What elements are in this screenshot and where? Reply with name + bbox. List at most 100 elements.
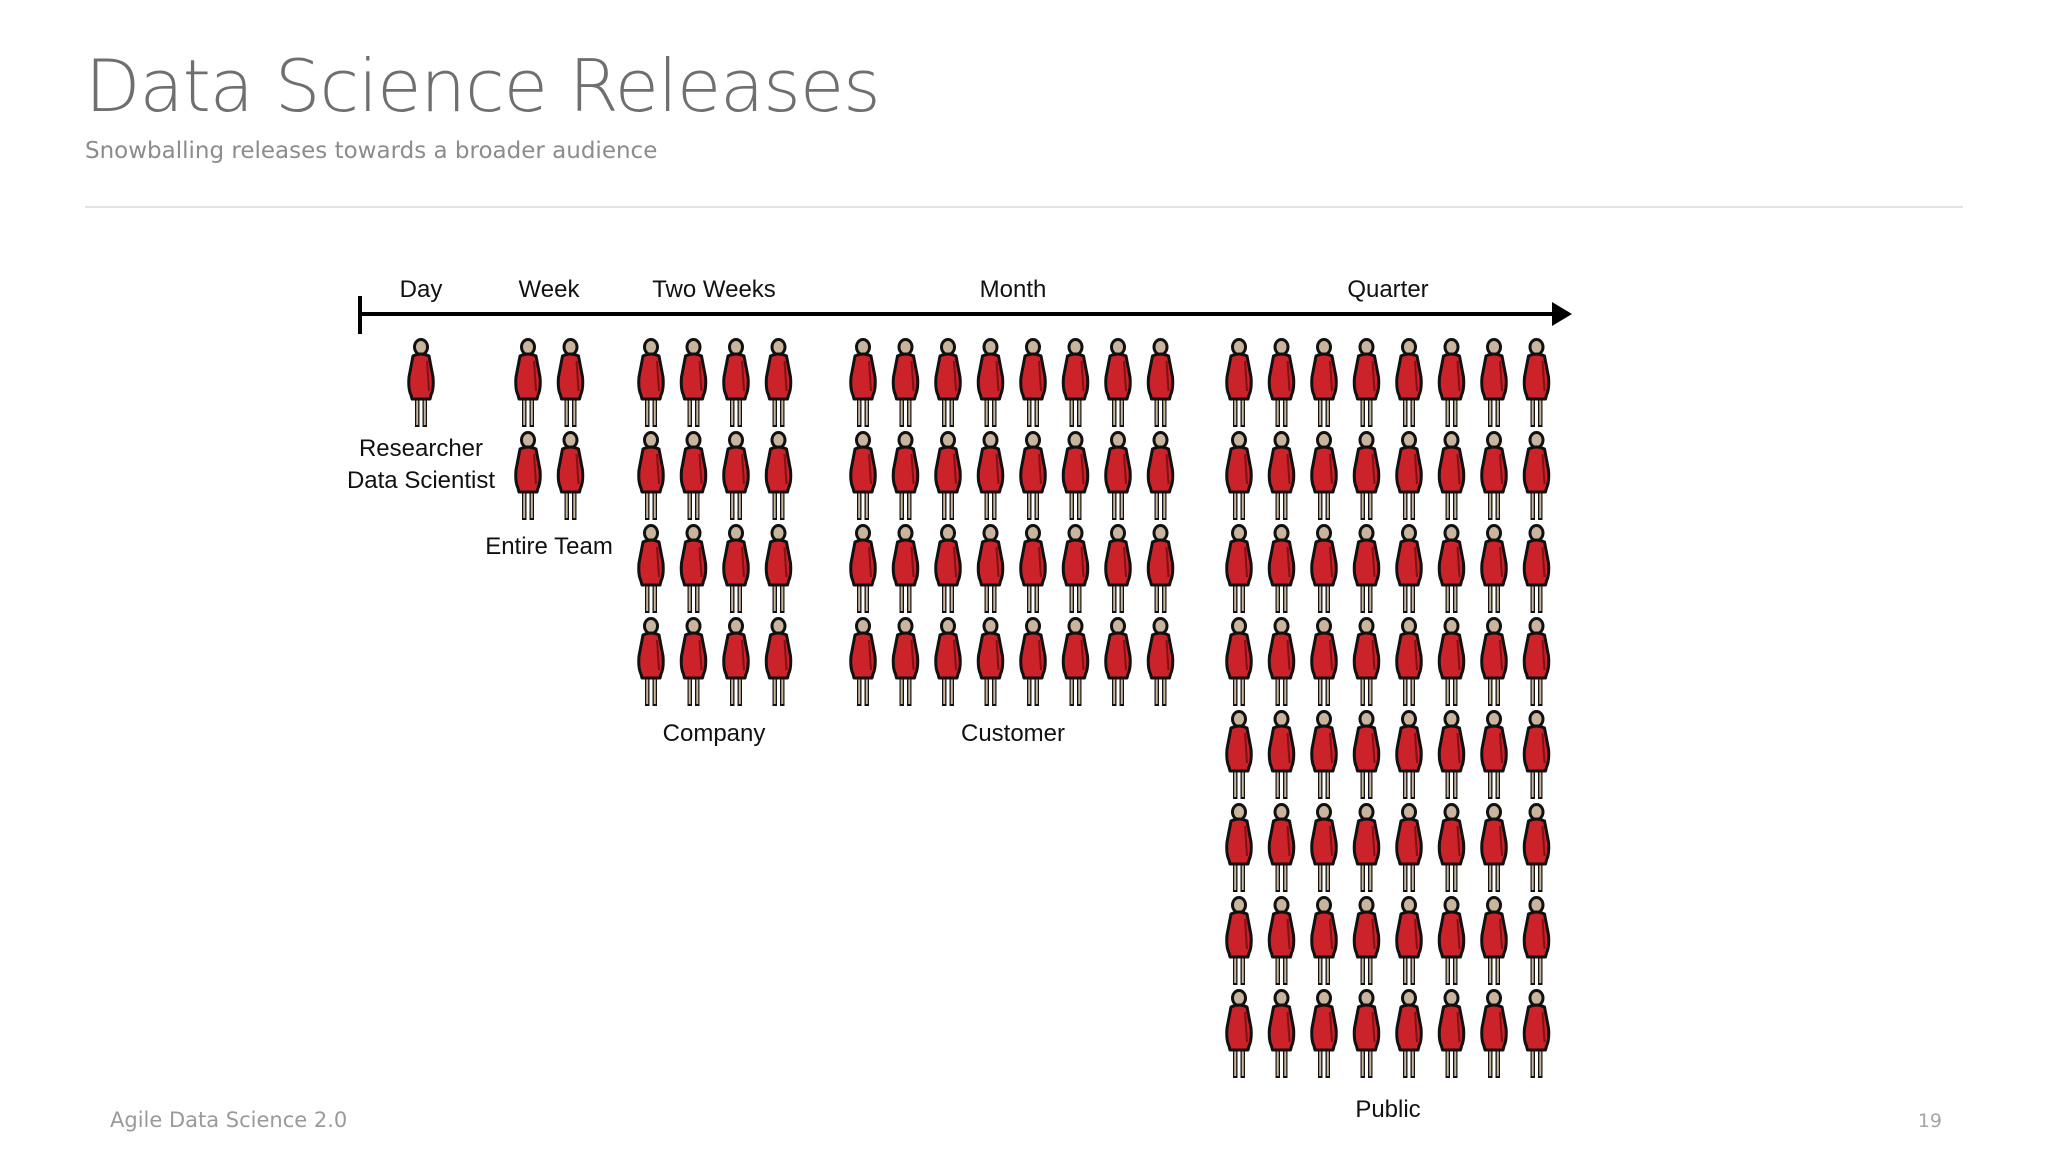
person-figure-customer — [849, 338, 877, 429]
person-figure-customer — [1146, 524, 1175, 615]
timeline-label-quarter: Quarter — [1347, 276, 1428, 303]
person-figure-public — [1480, 896, 1508, 987]
person-figure-public — [1267, 896, 1296, 987]
person-figure-public — [1437, 617, 1466, 708]
person-figure-customer — [891, 338, 920, 429]
person-figure-customer — [1019, 617, 1047, 708]
timeline-arrowhead — [1552, 302, 1572, 326]
person-figure-customer — [849, 524, 877, 615]
person-figure-public — [1310, 710, 1338, 801]
group-company-figures — [637, 338, 793, 708]
person-figure-customer — [1061, 338, 1090, 429]
person-figure-customer — [891, 617, 920, 708]
person-figure-public — [1480, 710, 1508, 801]
person-figure-public — [1522, 617, 1551, 708]
person-figure-public — [1267, 338, 1296, 429]
person-figure-public — [1395, 617, 1423, 708]
person-figure-customer — [891, 524, 920, 615]
person-figure-company — [679, 431, 708, 522]
person-figure-public — [1352, 524, 1381, 615]
person-figure-customer — [1104, 617, 1132, 708]
person-figure-public — [1480, 524, 1508, 615]
person-figure-company — [722, 617, 750, 708]
person-figure-public — [1267, 710, 1296, 801]
person-figure-public — [1267, 989, 1296, 1080]
person-figure-public — [1395, 431, 1423, 522]
person-figure-customer — [1146, 617, 1175, 708]
person-figure-company — [764, 338, 793, 429]
person-figure-public — [1310, 338, 1338, 429]
person-figure-public — [1522, 803, 1551, 894]
person-figure-company — [722, 431, 750, 522]
person-figure-public — [1395, 803, 1423, 894]
person-figure-public — [1225, 617, 1253, 708]
person-figure-customer — [934, 338, 962, 429]
person-figure-company — [637, 431, 665, 522]
person-figure-public — [1437, 989, 1466, 1080]
person-figure-company — [637, 524, 665, 615]
person-figure-public — [1437, 524, 1466, 615]
person-figure-public — [1352, 617, 1381, 708]
person-figure-customer — [976, 338, 1005, 429]
person-figure-customer — [891, 431, 920, 522]
person-figure-customer — [934, 431, 962, 522]
person-figure-public — [1225, 431, 1253, 522]
person-figure-public — [1267, 524, 1296, 615]
timeline-label-day: Day — [400, 276, 443, 303]
person-figure-customer — [934, 617, 962, 708]
person-figure-public — [1267, 617, 1296, 708]
person-figure-public — [1310, 617, 1338, 708]
person-figure-public — [1395, 524, 1423, 615]
footer-deck-title: Agile Data Science 2.0 — [110, 1108, 348, 1132]
person-figure-public — [1437, 431, 1466, 522]
person-figure-customer — [1061, 617, 1090, 708]
person-figure-public — [1437, 803, 1466, 894]
person-figure-customer — [849, 431, 877, 522]
person-figure-public — [1395, 710, 1423, 801]
person-figure-customer — [1061, 524, 1090, 615]
person-figure-customer — [1104, 338, 1132, 429]
person-figure-customer — [1061, 431, 1090, 522]
person-figure-public — [1522, 710, 1551, 801]
group-label-public: Public — [1355, 1096, 1420, 1123]
group-label-data-scientist: Data Scientist — [347, 467, 495, 494]
person-figure-public — [1480, 989, 1508, 1080]
person-figure-company — [722, 524, 750, 615]
person-figure-company — [679, 338, 708, 429]
person-figure-public — [1352, 989, 1381, 1080]
person-figure-public — [1352, 431, 1381, 522]
person-figure-public — [1522, 431, 1551, 522]
person-figure-public — [1480, 803, 1508, 894]
person-figure-public — [1225, 989, 1253, 1080]
person-figure-public — [1352, 710, 1381, 801]
group-label-customer: Customer — [961, 720, 1065, 747]
person-figure-public — [1267, 803, 1296, 894]
page-number: 19 — [1917, 1110, 1942, 1132]
person-figure-entire-team — [556, 338, 585, 429]
person-figure-public — [1267, 431, 1296, 522]
person-figure-company — [679, 524, 708, 615]
person-figure-public — [1225, 338, 1253, 429]
person-figure-public — [1522, 524, 1551, 615]
group-customer-figures — [849, 338, 1175, 708]
person-figure-public — [1437, 338, 1466, 429]
person-figure-public — [1522, 896, 1551, 987]
person-figure-public — [1395, 896, 1423, 987]
person-figure-public — [1437, 710, 1466, 801]
timeline-label-month: Month — [980, 276, 1047, 303]
person-figure-public — [1395, 989, 1423, 1080]
person-figure-public — [1310, 896, 1338, 987]
person-figure-company — [764, 524, 793, 615]
person-figure-public — [1310, 989, 1338, 1080]
person-figure-public — [1310, 431, 1338, 522]
group-label-researcher: Researcher — [359, 435, 483, 462]
person-figure-public — [1437, 896, 1466, 987]
group-label-entire-team: Entire Team — [485, 533, 613, 560]
slide-subtitle: Snowballing releases towards a broader a… — [85, 138, 658, 164]
person-figure-customer — [1104, 524, 1132, 615]
person-figure-customer — [976, 617, 1005, 708]
person-figure-entire-team — [514, 338, 542, 429]
person-figure-customer — [849, 617, 877, 708]
person-figure-customer — [1019, 524, 1047, 615]
